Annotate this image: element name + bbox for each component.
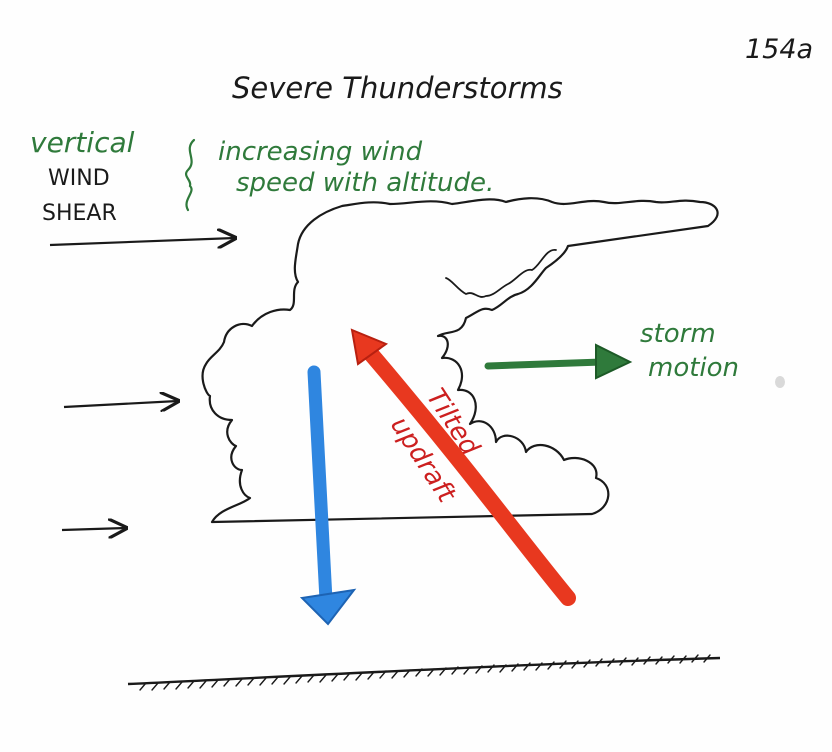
wind-arrow-top <box>49 238 235 245</box>
ground-line <box>127 654 721 691</box>
shear-label-vertical: vertical <box>30 126 135 159</box>
shear-label-shear: SHEAR <box>42 201 117 226</box>
diagram-title: Severe Thunderstorms <box>232 71 563 105</box>
downdraft-arrow-shaft <box>307 365 333 607</box>
downdraft-arrow-head <box>299 588 357 626</box>
shear-label-wind: WIND <box>48 166 110 191</box>
thunderstorm-cloud-outline <box>201 197 719 524</box>
shear-description-line2: speed with altitude. <box>236 168 494 198</box>
shear-description-line1: increasing wind <box>218 137 423 167</box>
storm-motion-label-line2: motion <box>648 353 739 383</box>
paper-smudge <box>775 376 785 388</box>
shear-brace <box>184 138 196 212</box>
cloud-anvil-underside <box>445 249 557 298</box>
storm-motion-label-line1: storm <box>640 319 716 349</box>
storm-motion-arrow-head <box>595 343 633 380</box>
wind-arrow-bottom <box>61 528 126 530</box>
page-number: 154a <box>745 34 813 65</box>
updraft-arrow-shaft <box>358 340 576 606</box>
wind-arrow-middle <box>63 401 178 407</box>
storm-motion-arrow-shaft <box>484 358 606 370</box>
updraft-arrow-head <box>350 328 389 366</box>
